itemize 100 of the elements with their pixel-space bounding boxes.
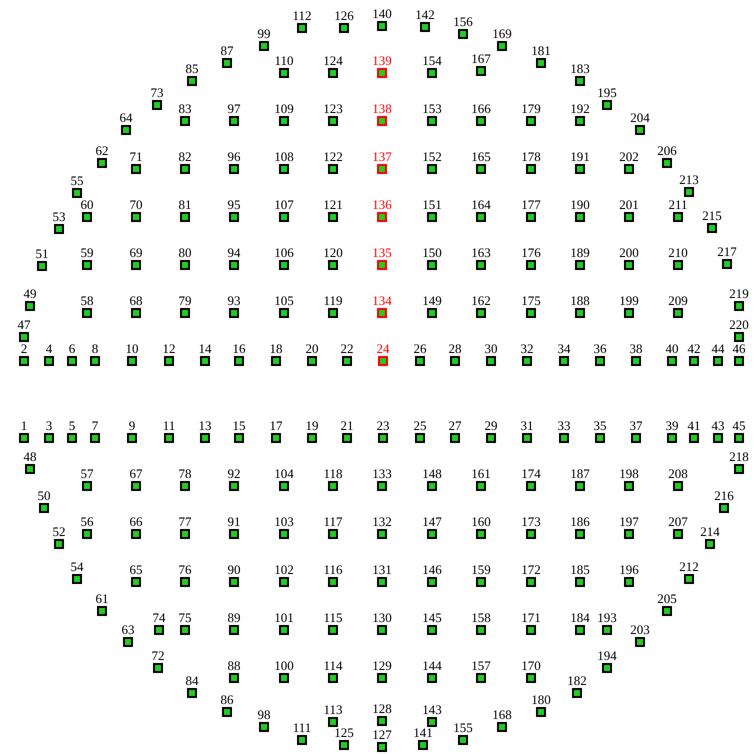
point-number: 102 xyxy=(273,564,295,576)
point-number: 90 xyxy=(226,564,242,576)
point-number: 44 xyxy=(710,343,726,355)
point-number: 220 xyxy=(728,319,750,331)
point-number: 88 xyxy=(226,660,242,672)
point-number: 213 xyxy=(678,174,700,186)
point-number: 207 xyxy=(667,516,689,528)
point-number: 98 xyxy=(256,709,272,721)
point-number: 24 xyxy=(376,343,390,355)
point-number: 94 xyxy=(226,247,242,259)
point-number: 152 xyxy=(421,151,443,163)
point-number: 85 xyxy=(184,63,200,75)
point-number: 160 xyxy=(470,516,492,528)
point-number: 69 xyxy=(128,247,144,259)
point-number: 198 xyxy=(618,468,640,480)
point-number: 155 xyxy=(452,722,474,734)
point-number: 159 xyxy=(470,564,492,576)
point-number: 107 xyxy=(273,199,295,211)
point-number: 125 xyxy=(333,727,355,739)
point-number: 199 xyxy=(618,295,640,307)
point-number: 99 xyxy=(256,28,272,40)
point-number: 65 xyxy=(128,564,144,576)
point-number: 211 xyxy=(667,199,689,211)
point-number: 83 xyxy=(178,103,192,115)
point-number: 149 xyxy=(421,295,443,307)
point-number: 181 xyxy=(530,45,552,57)
point-number: 68 xyxy=(128,295,144,307)
point-number: 64 xyxy=(118,112,134,124)
point-number: 206 xyxy=(656,145,678,157)
point-number: 108 xyxy=(273,151,295,163)
point-number: 1 xyxy=(20,420,28,432)
point-number: 14 xyxy=(198,343,212,355)
point-number: 40 xyxy=(664,343,680,355)
point-number: 134 xyxy=(371,295,393,307)
point-number: 86 xyxy=(220,694,234,706)
point-number: 52 xyxy=(52,526,66,538)
point-number: 162 xyxy=(470,295,492,307)
point-number: 80 xyxy=(178,247,192,259)
point-number: 192 xyxy=(569,103,591,115)
point-number: 124 xyxy=(322,55,344,67)
point-number: 209 xyxy=(667,295,689,307)
point-number: 210 xyxy=(667,247,689,259)
point-number: 202 xyxy=(618,151,640,163)
point-number: 136 xyxy=(371,199,393,211)
point-number: 75 xyxy=(178,612,192,624)
point-number: 194 xyxy=(596,650,618,662)
point-number: 164 xyxy=(470,199,492,211)
point-number: 156 xyxy=(452,16,474,28)
point-number: 219 xyxy=(728,288,750,300)
point-number: 82 xyxy=(178,151,192,163)
point-number: 58 xyxy=(80,295,94,307)
point-number: 16 xyxy=(232,343,246,355)
point-number: 96 xyxy=(226,151,242,163)
point-number: 191 xyxy=(569,151,591,163)
point-number: 151 xyxy=(421,199,443,211)
point-number: 214 xyxy=(699,526,721,538)
point-number: 46 xyxy=(732,343,746,355)
point-number: 81 xyxy=(178,199,192,211)
point-number: 163 xyxy=(470,247,492,259)
point-number: 17 xyxy=(268,420,284,432)
point-number: 142 xyxy=(414,9,436,21)
point-number: 205 xyxy=(656,593,678,605)
point-number: 144 xyxy=(421,660,443,672)
point-number: 56 xyxy=(80,516,94,528)
point-number: 189 xyxy=(569,247,591,259)
point-number: 41 xyxy=(686,420,702,432)
point-number: 197 xyxy=(618,516,640,528)
point-number: 127 xyxy=(371,729,393,741)
point-number: 129 xyxy=(371,660,393,672)
point-number: 196 xyxy=(618,564,640,576)
point-number: 141 xyxy=(412,727,434,739)
point-number: 201 xyxy=(618,199,640,211)
point-number: 29 xyxy=(484,420,498,432)
point-number: 204 xyxy=(629,112,651,124)
point-number: 177 xyxy=(520,199,542,211)
point-number: 123 xyxy=(322,103,344,115)
point-number: 74 xyxy=(152,612,166,624)
point-number: 208 xyxy=(667,468,689,480)
point-number: 203 xyxy=(629,624,651,636)
point-number: 186 xyxy=(569,516,591,528)
point-number: 53 xyxy=(52,211,66,223)
point-number: 126 xyxy=(333,10,355,22)
point-number: 38 xyxy=(628,343,644,355)
point-number: 79 xyxy=(178,295,192,307)
point-number: 21 xyxy=(340,420,354,432)
point-number: 118 xyxy=(322,468,344,480)
point-number: 67 xyxy=(128,468,144,480)
point-number: 138 xyxy=(371,103,393,115)
point-number: 26 xyxy=(412,343,428,355)
point-number: 70 xyxy=(128,199,144,211)
point-number: 175 xyxy=(520,295,542,307)
point-number: 119 xyxy=(322,295,344,307)
point-number: 183 xyxy=(569,63,591,75)
point-number: 115 xyxy=(322,612,344,624)
point-number: 135 xyxy=(371,247,393,259)
point-number: 20 xyxy=(304,343,320,355)
point-number: 19 xyxy=(304,420,320,432)
point-number: 3 xyxy=(44,420,54,432)
point-number: 50 xyxy=(36,490,52,502)
point-number: 146 xyxy=(421,564,443,576)
